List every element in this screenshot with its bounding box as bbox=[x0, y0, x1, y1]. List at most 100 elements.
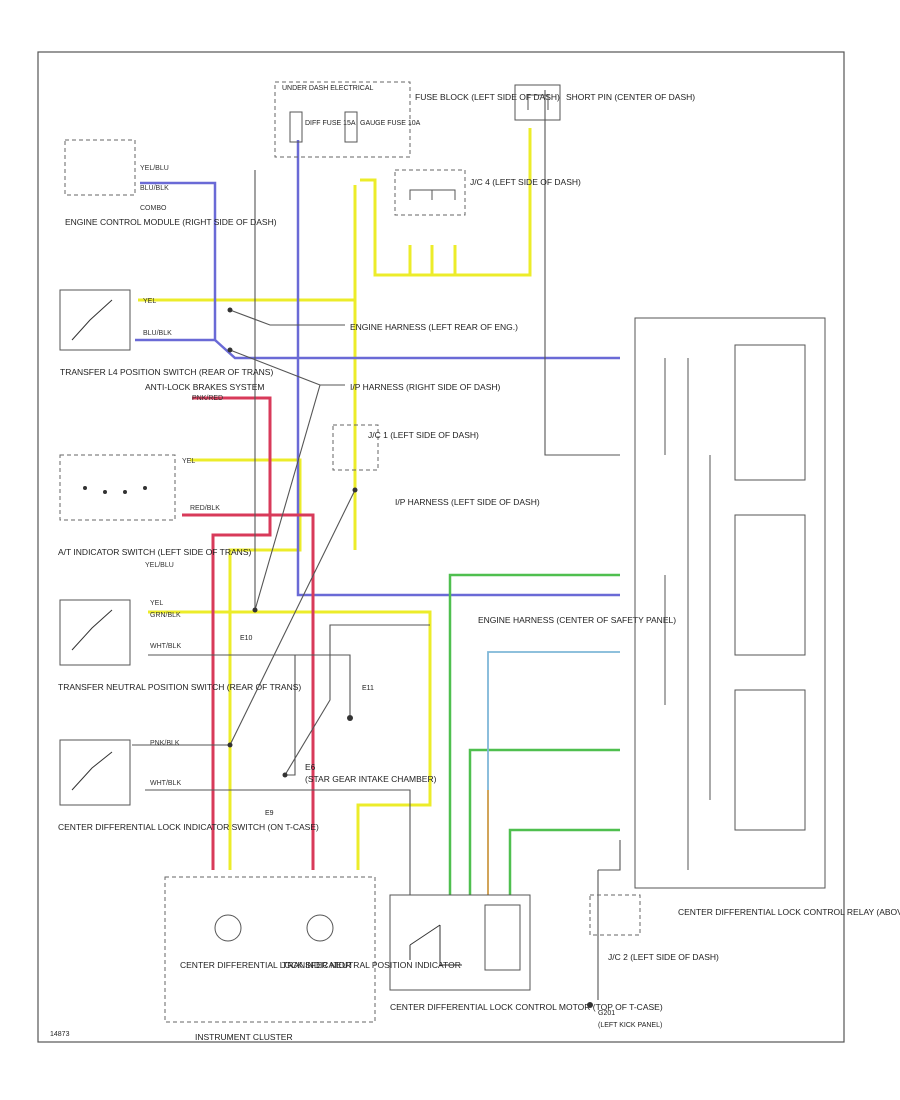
at-switch-label: A/T INDICATOR SWITCH (LEFT SIDE OF TRANS… bbox=[58, 547, 251, 557]
ip-harness-right: I/P HARNESS (RIGHT SIDE OF DASH) bbox=[350, 382, 501, 392]
wire-blu-1 bbox=[135, 181, 217, 342]
wire-grn-label-1: GRN/BLK bbox=[150, 612, 181, 619]
wire-grn-2 bbox=[468, 748, 620, 895]
splice-dot bbox=[227, 742, 233, 748]
cdl-indicator-label: CENTER DIFFERENTIAL LOCK INDICATOR bbox=[180, 960, 351, 970]
wires-blue bbox=[135, 140, 620, 597]
wire-blk-12 bbox=[598, 840, 621, 871]
junction-2: J/C 2 (LEFT SIDE OF DASH) G201 (LEFT KIC… bbox=[587, 894, 719, 1029]
wire-blk-4 bbox=[254, 384, 321, 611]
ground-g201-dot bbox=[587, 1002, 593, 1008]
jc1-label: J/C 1 (LEFT SIDE OF DASH) bbox=[368, 430, 479, 440]
instrument-cluster: CENTER DIFFERENTIAL LOCK INDICATOR TRANS… bbox=[164, 876, 461, 1042]
wire-red-1 bbox=[192, 396, 272, 870]
abs-connector: YEL PNK/RED RED/BLK bbox=[59, 395, 223, 521]
wires-red bbox=[182, 396, 315, 870]
ground-g201-desc: (LEFT KICK PANEL) bbox=[598, 1022, 662, 1029]
jc1-outline bbox=[332, 424, 379, 471]
cdl-motor: CENTER DIFFERENTIAL LOCK CONTROL MOTOR (… bbox=[389, 894, 663, 1012]
fuse-block-location: FUSE BLOCK (LEFT SIDE OF DASH) bbox=[415, 92, 560, 102]
jc4-bus bbox=[409, 189, 456, 200]
ecm-outline bbox=[64, 139, 136, 196]
page-border bbox=[37, 51, 845, 1043]
splice-dot bbox=[252, 607, 258, 613]
cdl-relay-block: CENTER DIFFERENTIAL LOCK CONTROL RELAY (… bbox=[634, 317, 900, 917]
cdl-motor-switch-icon bbox=[409, 924, 462, 966]
ground-e11-dot bbox=[347, 715, 353, 721]
abs-pin-3 bbox=[123, 490, 127, 494]
relay-2 bbox=[734, 514, 806, 656]
gauge-fuse-label: GAUGE FUSE 10A bbox=[360, 120, 421, 127]
tf-neutral-label: TRANSFER NEUTRAL POSITION SWITCH (REAR O… bbox=[58, 682, 301, 692]
short-pin-icon bbox=[527, 94, 549, 110]
wire-blk-2 bbox=[229, 309, 345, 326]
wire-grn-3 bbox=[508, 828, 620, 895]
diff-fuse-label: DIFF FUSE 15A bbox=[305, 120, 356, 127]
abs-pin-2 bbox=[103, 490, 107, 494]
tf-switch-icon bbox=[71, 299, 113, 341]
eng-harness-1: ENGINE HARNESS (LEFT REAR OF ENG.) bbox=[350, 322, 518, 332]
wire-lb-1 bbox=[487, 651, 620, 895]
diff-fuse-icon bbox=[289, 111, 303, 143]
ecm-module: YEL/BLU BLU/BLK COMBO ENGINE CONTROL MOD… bbox=[64, 139, 277, 227]
ecm-combo: COMBO bbox=[140, 205, 167, 212]
ground-e6-label: E6 bbox=[305, 762, 316, 772]
ground-e9-label: E9 bbox=[265, 810, 274, 817]
cdl-indicator-lamp-icon bbox=[214, 914, 242, 942]
wire-blk-7 bbox=[148, 654, 296, 776]
wires-green bbox=[448, 573, 620, 895]
wire-wht-label-1: WHT/BLK bbox=[150, 643, 181, 650]
relay-1 bbox=[734, 344, 806, 481]
abs-pin-4 bbox=[143, 486, 147, 490]
splice-dot bbox=[352, 487, 358, 493]
fuse-block: UNDER DASH ELECTRICAL DIFF FUSE 15A GAUG… bbox=[274, 81, 560, 158]
tn-indicator-label: TRANSFER NEUTRAL POSITION INDICATOR bbox=[282, 960, 461, 970]
short-pin: SHORT PIN (CENTER OF DASH) bbox=[514, 84, 695, 121]
wire-yel-6 bbox=[408, 245, 457, 275]
wire-red-2 bbox=[182, 513, 315, 870]
cluster-outline bbox=[164, 876, 376, 1023]
tf-neutral-switch: TRANSFER NEUTRAL POSITION SWITCH (REAR O… bbox=[58, 682, 301, 806]
tf-switch-box bbox=[59, 289, 131, 351]
wire-blk-9 bbox=[145, 789, 411, 895]
wire-yel-5 bbox=[360, 128, 532, 277]
tf-position-switch: TRANSFER L4 POSITION SWITCH (REAR OF TRA… bbox=[59, 289, 273, 392]
wire-blk-10 bbox=[284, 624, 430, 776]
relay-3 bbox=[734, 689, 806, 831]
wire-yel-label-3: YEL bbox=[150, 600, 163, 607]
tf-neutral-box bbox=[59, 739, 131, 806]
wire-blu-label-1: BLU/BLK bbox=[143, 330, 172, 337]
ground-e10-label: E10 bbox=[240, 635, 253, 642]
abs-pin-1 bbox=[83, 486, 87, 490]
jc2-outline bbox=[589, 894, 641, 936]
wire-blk-8 bbox=[295, 654, 351, 715]
tf-switch-label: TRANSFER L4 POSITION SWITCH (REAR OF TRA… bbox=[60, 367, 273, 377]
wires-black bbox=[132, 90, 621, 1000]
wire-red-label-1: PNK/RED bbox=[192, 395, 223, 402]
abs-label: ANTI-LOCK BRAKES SYSTEM bbox=[145, 382, 265, 392]
cdl-motor-icon bbox=[484, 904, 521, 971]
jc4-label: J/C 4 (LEFT SIDE OF DASH) bbox=[470, 177, 581, 187]
splice-dot bbox=[227, 307, 233, 313]
wire-blu-3 bbox=[296, 140, 620, 597]
ip-harness-left: I/P HARNESS (LEFT SIDE OF DASH) bbox=[395, 497, 540, 507]
wire-grn-1 bbox=[448, 573, 620, 895]
tf-neutral-icon bbox=[71, 751, 113, 791]
at-switch-icon bbox=[71, 609, 113, 651]
relay-block-outline bbox=[634, 317, 826, 889]
ecm-label: ENGINE CONTROL MODULE (RIGHT SIDE OF DAS… bbox=[65, 217, 277, 227]
ground-e11: E11 bbox=[347, 685, 374, 721]
wire-yel-label-2: YEL bbox=[182, 458, 195, 465]
wire-yel-1 bbox=[138, 185, 357, 302]
relay-block-label: CENTER DIFFERENTIAL LOCK CONTROL RELAY (… bbox=[678, 907, 900, 917]
wire-blk-11 bbox=[544, 90, 620, 456]
eng-harness-2: ENGINE HARNESS (CENTER OF SAFETY PANEL) bbox=[478, 615, 676, 625]
gauge-fuse-icon bbox=[344, 111, 358, 143]
wire-yelblu-label: YEL/BLU bbox=[145, 562, 174, 569]
wire-pnk-label: PNK/BLK bbox=[150, 740, 180, 747]
junction-4: J/C 4 (LEFT SIDE OF DASH) bbox=[394, 169, 581, 216]
ecm-wire-2: BLU/BLK bbox=[140, 185, 169, 192]
splice-dot bbox=[282, 772, 288, 778]
wire-blu-2 bbox=[214, 339, 620, 360]
